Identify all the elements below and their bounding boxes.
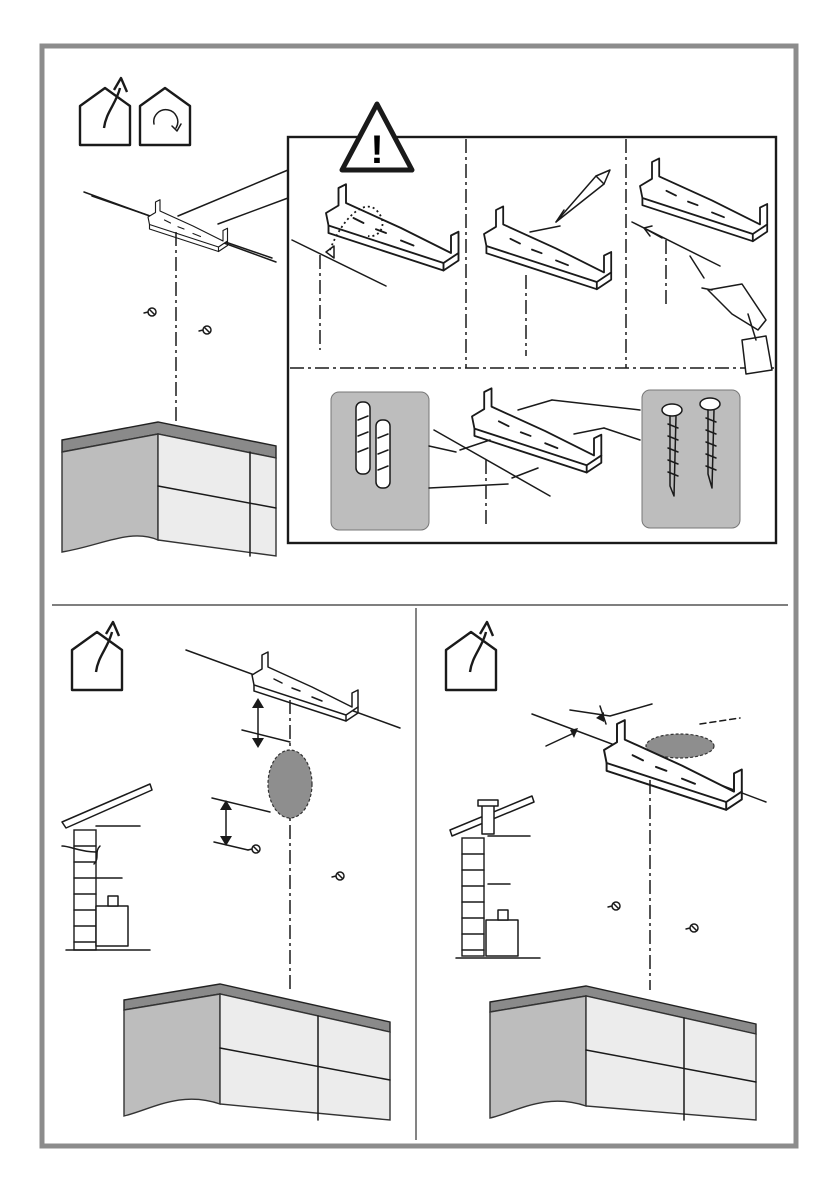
screws-panel [642,390,740,528]
kitchen-cabinet-bottom-left [124,984,390,1120]
duct-opening [268,750,312,818]
house-recirculation-icon [140,88,190,145]
house-extraction-icon [72,622,122,690]
kitchen-cabinet-left [62,422,276,556]
roof-chimney-icon [450,796,540,958]
house-extraction-icon [446,622,496,690]
top-panel: ! [62,78,776,556]
warning-mark: ! [370,128,383,172]
roof-chimney-icon [62,784,152,950]
bottom-right-panel [446,622,766,1120]
house-extraction-icon [80,78,130,145]
kitchen-cabinet-bottom-right [490,986,756,1120]
bottom-left-panel [62,622,400,1120]
